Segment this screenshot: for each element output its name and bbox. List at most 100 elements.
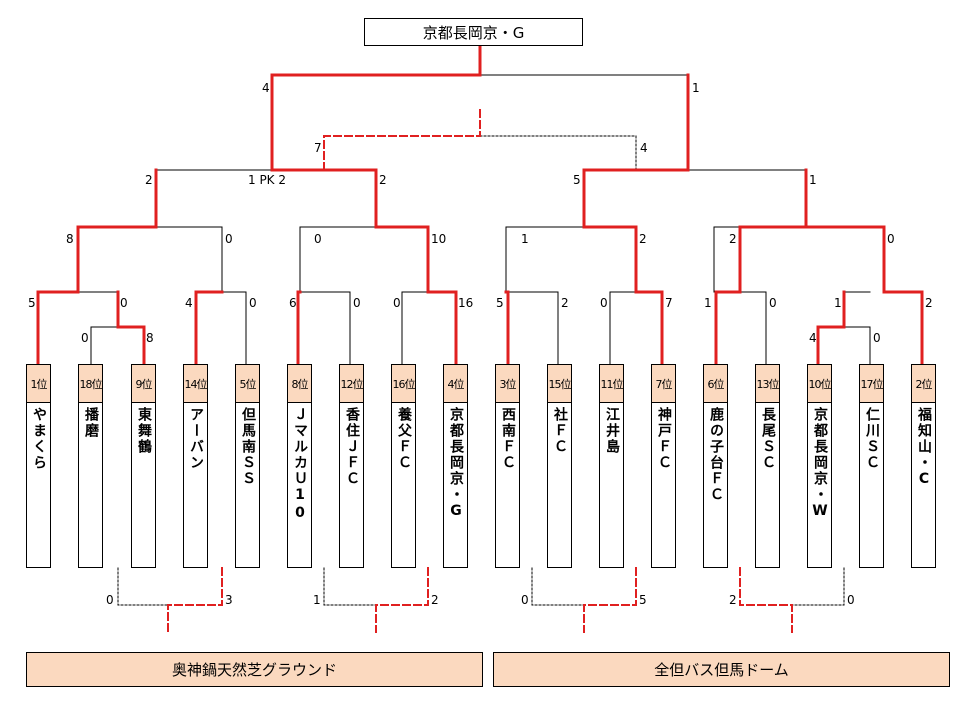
team-rank: 2位 <box>911 364 936 403</box>
team-3: 9位 東舞鶴 <box>131 364 156 568</box>
team-rank: 6位 <box>703 364 728 403</box>
team-name: 神戸ＦＣ <box>651 402 676 568</box>
score: 0 <box>120 296 128 310</box>
team-18: 2位 福知山・C <box>911 364 936 568</box>
score: 2 <box>729 593 737 607</box>
team-rank: 9位 <box>131 364 156 403</box>
score: 8 <box>66 232 74 246</box>
score: 3 <box>225 593 233 607</box>
team-name: 鹿の子台ＦＣ <box>703 402 728 568</box>
score: 10 <box>431 232 447 246</box>
score: 4 <box>809 331 817 345</box>
team-13: 7位 神戸ＦＣ <box>651 364 676 568</box>
team-name: 仁川ＳＣ <box>859 402 884 568</box>
team-2: 18位 播磨 <box>78 364 103 568</box>
score: 0 <box>393 296 401 310</box>
team-rank: 5位 <box>235 364 260 403</box>
team-name: 社ＦＣ <box>547 402 572 568</box>
team-name: 長尾ＳＣ <box>755 402 780 568</box>
score: 1 <box>313 593 321 607</box>
team-rank: 10位 <box>807 364 832 403</box>
team-12: 11位 江井島 <box>599 364 624 568</box>
team-name: ＪマルカＵ10 <box>287 402 312 568</box>
team-rank: 14位 <box>183 364 208 403</box>
team-rank: 4位 <box>443 364 468 403</box>
score: 5 <box>28 296 36 310</box>
score: 2 <box>561 296 569 310</box>
score: 4 <box>185 296 193 310</box>
venue-okukannabe: 奥神鍋天然芝グラウンド <box>26 652 483 687</box>
score: 1 <box>521 232 529 246</box>
team-rank: 3位 <box>495 364 520 403</box>
score: 4 <box>262 81 270 95</box>
score: 0 <box>847 593 855 607</box>
team-name: やまくら <box>26 402 51 568</box>
score: 0 <box>106 593 114 607</box>
score: 1 <box>692 81 700 95</box>
score: 5 <box>573 173 581 187</box>
score: 0 <box>225 232 233 246</box>
score: 2 <box>729 232 737 246</box>
score: 0 <box>887 232 895 246</box>
venue-label: 全但バス但馬ドーム <box>654 661 789 679</box>
score: 1 <box>834 296 842 310</box>
team-16: 10位 京都長岡京・W <box>807 364 832 568</box>
team-rank: 18位 <box>78 364 103 403</box>
score: 0 <box>249 296 257 310</box>
team-name: 香住ＪＦＣ <box>339 402 364 568</box>
team-1: 1位 やまくら <box>26 364 51 568</box>
score: 0 <box>521 593 529 607</box>
score: 2 <box>639 232 647 246</box>
team-rank: 17位 <box>859 364 884 403</box>
team-name: 西南ＦＣ <box>495 402 520 568</box>
team-rank: 13位 <box>755 364 780 403</box>
team-rank: 11位 <box>599 364 624 403</box>
team-10: 3位 西南ＦＣ <box>495 364 520 568</box>
score: 7 <box>314 141 322 155</box>
champion-box: 京都長岡京・G <box>364 18 583 46</box>
score: 5 <box>496 296 504 310</box>
venue-label: 奥神鍋天然芝グラウンド <box>171 661 337 679</box>
team-name: 京都長岡京・W <box>807 402 832 568</box>
score: 1 <box>704 296 712 310</box>
score: 0 <box>314 232 322 246</box>
champion-name: 京都長岡京・G <box>422 23 525 42</box>
score: 2 <box>431 593 439 607</box>
team-name: 養父ＦＣ <box>391 402 416 568</box>
score: 0 <box>81 331 89 345</box>
team-name: アーバン <box>183 402 208 568</box>
team-rank: 8位 <box>287 364 312 403</box>
score: 1 <box>809 173 817 187</box>
score: 16 <box>458 296 474 310</box>
score: 2 <box>925 296 933 310</box>
team-14: 6位 鹿の子台ＦＣ <box>703 364 728 568</box>
team-name: 但馬南ＳＳ <box>235 402 260 568</box>
score: 0 <box>353 296 361 310</box>
team-name: 京都長岡京・G <box>443 402 468 568</box>
team-name: 播磨 <box>78 402 103 568</box>
team-6: 8位 ＪマルカＵ10 <box>287 364 312 568</box>
team-name: 東舞鶴 <box>131 402 156 568</box>
team-15: 13位 長尾ＳＣ <box>755 364 780 568</box>
team-rank: 12位 <box>339 364 364 403</box>
team-9: 4位 京都長岡京・G <box>443 364 468 568</box>
score: 2 <box>145 173 153 187</box>
score: 6 <box>289 296 297 310</box>
score: 8 <box>146 331 154 345</box>
team-rank: 16位 <box>391 364 416 403</box>
team-7: 12位 香住ＪＦＣ <box>339 364 364 568</box>
score: 0 <box>769 296 777 310</box>
score: 2 <box>379 173 387 187</box>
team-name: 江井島 <box>599 402 624 568</box>
score: 0 <box>600 296 608 310</box>
team-17: 17位 仁川ＳＣ <box>859 364 884 568</box>
team-rank: 15位 <box>547 364 572 403</box>
team-4: 14位 アーバン <box>183 364 208 568</box>
team-5: 5位 但馬南ＳＳ <box>235 364 260 568</box>
team-11: 15位 社ＦＣ <box>547 364 572 568</box>
score: 7 <box>665 296 673 310</box>
score: 1 PK 2 <box>248 173 287 187</box>
score: 5 <box>639 593 647 607</box>
team-name: 福知山・C <box>911 402 936 568</box>
